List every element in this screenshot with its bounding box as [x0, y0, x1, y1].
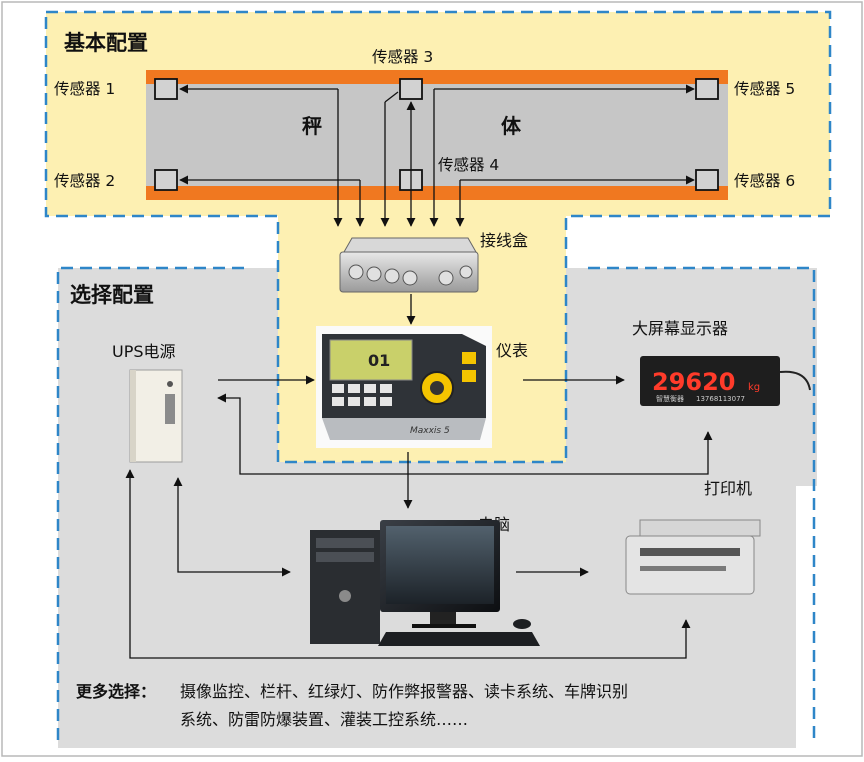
display-phone: 13768113077 — [696, 395, 745, 403]
indicator-reading: 01 — [368, 351, 390, 370]
sensor-label-4: 传感器 4 — [438, 156, 499, 174]
sensor-box-5 — [695, 78, 719, 100]
sensor-box-2 — [154, 169, 178, 191]
optional-section-title: 选择配置 — [70, 283, 154, 307]
display-unit: kg — [748, 382, 760, 393]
junction-box-label: 接线盒 — [480, 231, 528, 250]
indicator-icon: 01 Maxxis 5 — [316, 326, 492, 448]
display-value: 29620 — [652, 368, 736, 396]
ups-icon — [129, 369, 183, 463]
scale-stripe-top — [146, 70, 728, 84]
cable-sensor3-link — [384, 91, 399, 103]
more-options-line1: 摄像监控、栏杆、红绿灯、防作弊报警器、读卡系统、车牌识别 — [180, 682, 628, 701]
ups-label: UPS电源 — [112, 342, 176, 361]
display-label: 大屏幕显示器 — [632, 319, 728, 338]
link-ups-printer — [125, 469, 691, 659]
sensor-box-6 — [695, 169, 719, 191]
sensor-label-3: 传感器 3 — [372, 48, 433, 66]
scale-body-label-left: 秤 — [302, 114, 322, 138]
more-options-line2: 系统、防雷防爆装置、灌装工控系统…… — [180, 710, 468, 729]
printer-icon — [625, 519, 761, 595]
scale-body-label-right: 体 — [501, 114, 522, 138]
sensor-box-3 — [399, 78, 423, 100]
printer-label: 打印机 — [704, 479, 752, 498]
scale-platform — [146, 70, 728, 200]
basic-section-title: 基本配置 — [64, 31, 148, 55]
indicator-brand: Maxxis 5 — [410, 426, 450, 436]
sensor-label-1: 传感器 1 — [54, 80, 115, 98]
sensor-box-1 — [154, 78, 178, 100]
indicator-label: 仪表 — [496, 341, 528, 360]
junction-box-icon — [339, 237, 479, 293]
more-options-label: 更多选择： — [76, 682, 156, 701]
sensor-label-5: 传感器 5 — [734, 80, 795, 98]
optional-zone-border — [56, 266, 816, 740]
sensor-label-2: 传感器 2 — [54, 172, 115, 190]
sensor-label-6: 传感器 6 — [734, 172, 795, 190]
scale-stripe-bottom — [146, 186, 728, 200]
display-company: 智慧衡器 — [656, 394, 684, 403]
